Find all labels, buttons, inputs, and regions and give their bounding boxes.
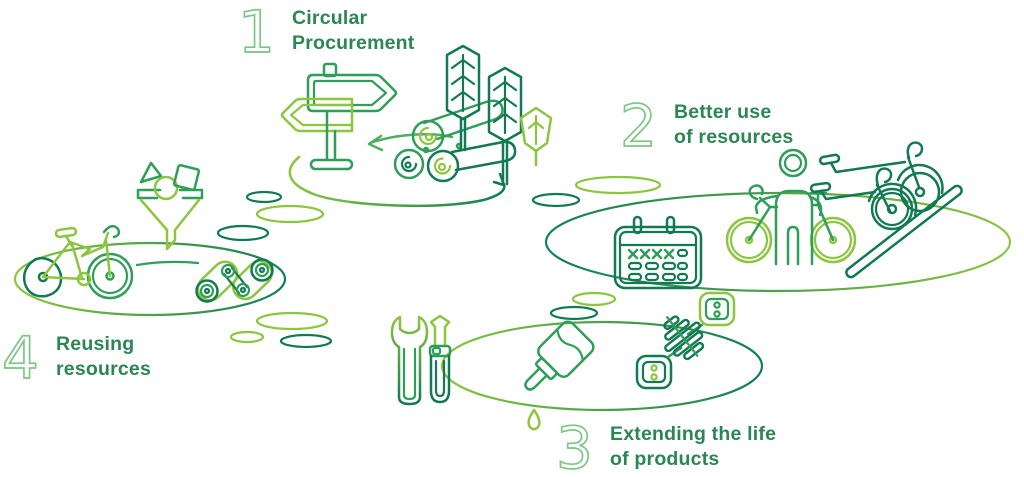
step-2: 2 Better use of resources [618,96,793,158]
bike-rack-icon [809,141,963,279]
step-4: 4 Reusing resources [0,328,151,390]
step-1-label: Circular Procurement [292,7,415,54]
screwdriver-icon [428,314,452,404]
step-number-text: 1 [238,2,275,64]
oil-drop-icon [527,408,541,431]
racked-bike-front [809,167,918,231]
step-3-number: 3 [555,418,594,477]
racked-bike-rear [818,141,944,213]
person-icon [754,148,823,266]
old-bicycle-icon [22,224,134,300]
calendar-icon [613,215,703,290]
funnel-icon [135,161,204,267]
step-number-text: 4 [2,328,39,390]
step-1: 1 Circular Procurement [236,2,415,64]
circle-shape-icon [153,175,179,201]
square-shape-icon [172,163,201,192]
island-better-use [544,191,1012,293]
triangle-shape-icon [139,161,163,184]
step-2-number: 2 [619,96,658,158]
step-4-label: Reusing resources [56,333,152,380]
step-number-text: 3 [556,418,593,477]
step-3: 3 Extending the life of products [554,418,776,477]
signpost-icon [280,62,398,171]
trees-icon [445,44,553,186]
step-number-text: 2 [620,96,657,158]
step-2-label: Better use of resources [674,101,794,148]
island-extend-life [440,320,764,412]
chain-links-icon [195,258,274,303]
island-reusing [13,241,287,317]
timber-logs-icon [393,99,517,183]
chain-pedal-icon [635,291,736,390]
oil-bottle-icon [524,320,595,431]
step-3-label: Extending the life of products [610,423,777,470]
step-1-number: 1 [237,2,276,64]
wrench-icon [390,315,429,406]
step-4-number: 4 [1,328,40,390]
stepping-stones [216,175,662,349]
